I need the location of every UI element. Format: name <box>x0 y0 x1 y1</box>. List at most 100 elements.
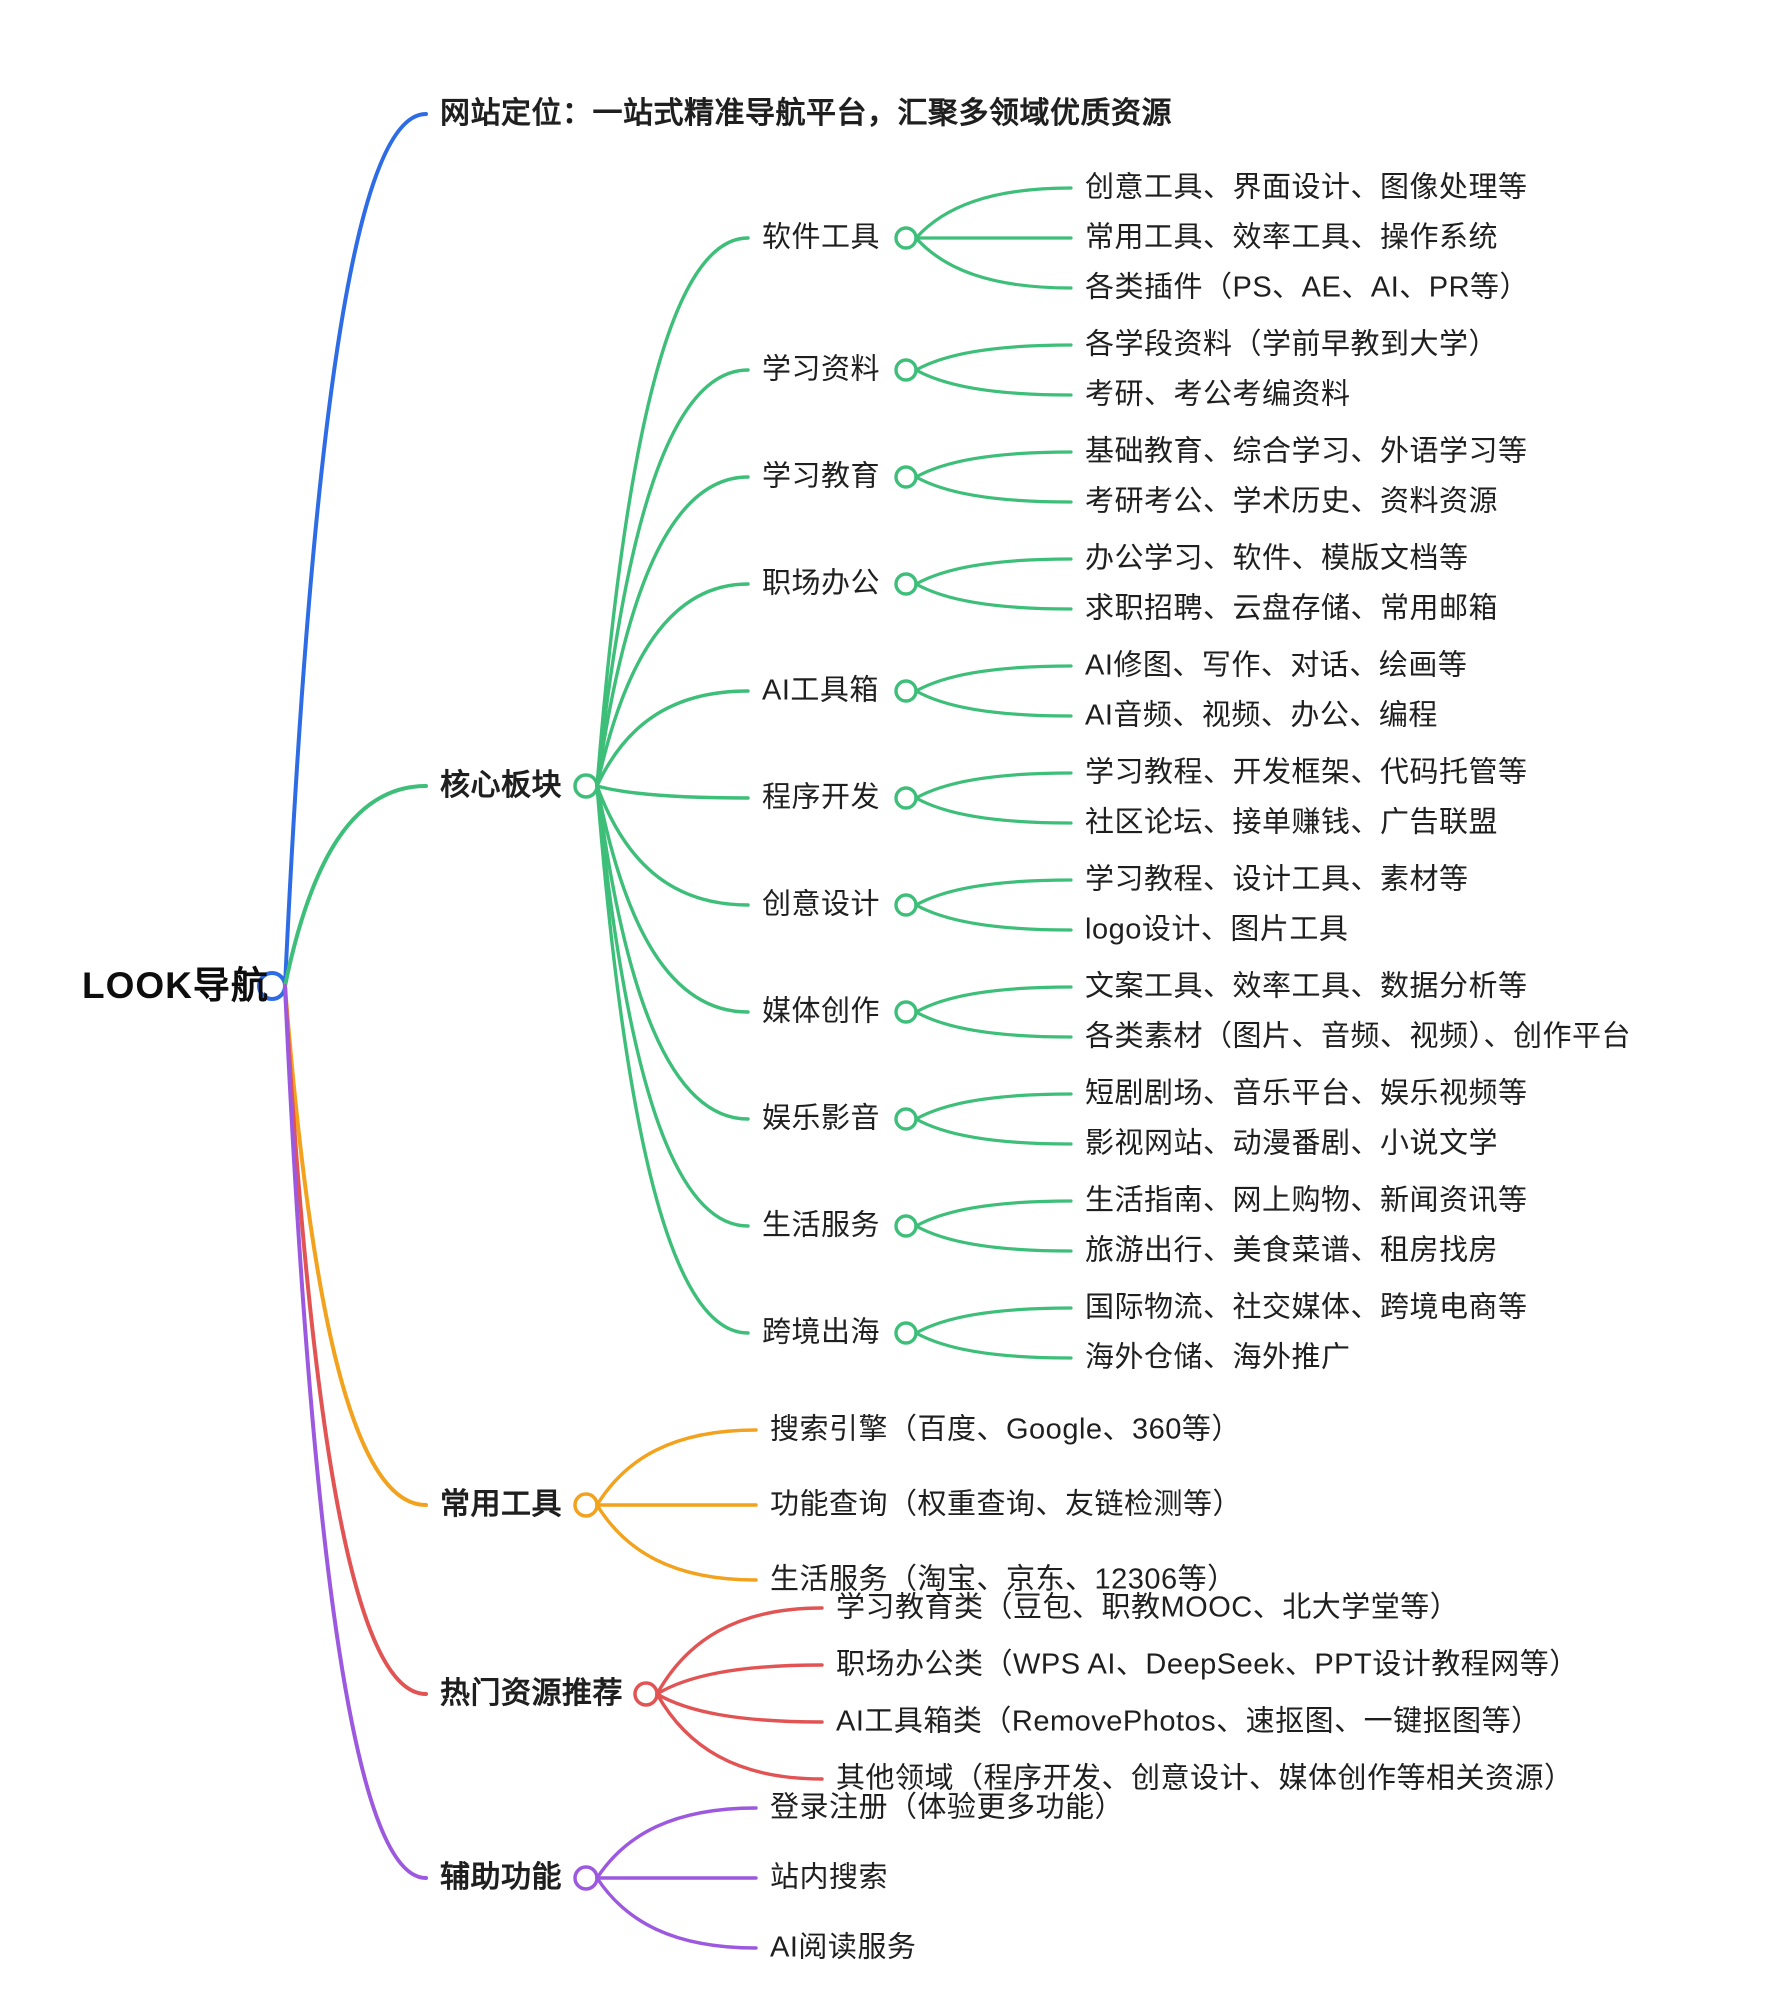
connector <box>914 450 1073 479</box>
connector <box>914 985 1073 1014</box>
leaf-software-tools-2[interactable]: 各类插件（PS、AE、AI、PR等） <box>1085 271 1530 304</box>
leaf-media-creation-1[interactable]: 各类素材（图片、音频、视频）、创作平台 <box>1085 1020 1632 1053</box>
connector <box>283 112 428 988</box>
collapse-handle[interactable] <box>633 1681 659 1707</box>
connector <box>914 343 1073 372</box>
connector <box>595 475 750 788</box>
collapse-handle[interactable] <box>894 1107 918 1131</box>
leaf-creative-design-0[interactable]: 学习教程、设计工具、素材等 <box>1085 863 1469 896</box>
connector <box>914 557 1073 586</box>
connector <box>655 1606 824 1696</box>
leaf-entertainment-media-0[interactable]: 短剧剧场、音乐平台、娱乐视频等 <box>1085 1077 1528 1110</box>
connector <box>595 784 750 1014</box>
connector <box>914 1306 1073 1335</box>
connector <box>595 784 750 800</box>
connector <box>595 1503 758 1582</box>
collapse-handle[interactable] <box>573 773 599 799</box>
collapse-handle[interactable] <box>894 358 918 382</box>
connector <box>283 784 428 988</box>
collapse-handle[interactable] <box>894 1214 918 1238</box>
subtopic-software-dev[interactable]: 程序开发 <box>762 781 881 814</box>
leaf-workplace-office-1[interactable]: 求职招聘、云盘存储、常用邮箱 <box>1085 592 1499 625</box>
leaf-study-education-0[interactable]: 基础教育、综合学习、外语学习等 <box>1085 435 1528 468</box>
connector <box>914 878 1073 907</box>
subtopic-entertainment-media[interactable]: 娱乐影音 <box>762 1102 881 1135</box>
leaf-workplace-office-0[interactable]: 办公学习、软件、模版文档等 <box>1085 542 1469 575</box>
collapse-handle[interactable] <box>894 1321 918 1345</box>
connector <box>914 1010 1073 1039</box>
connector <box>914 1092 1073 1121</box>
leaf-hot-recommendations-2[interactable]: AI工具箱类（RemovePhotos、速抠图、一键抠图等） <box>836 1705 1541 1738</box>
leaf-common-tools-1[interactable]: 功能查询（权重查询、友链检测等） <box>770 1488 1243 1521</box>
connector <box>914 664 1073 693</box>
collapse-handle[interactable] <box>894 679 918 703</box>
leaf-ai-toolbox-0[interactable]: AI修图、写作、对话、绘画等 <box>1085 649 1468 682</box>
leaf-hot-recommendations-3[interactable]: 其他领域（程序开发、创意设计、媒体创作等相关资源） <box>836 1762 1574 1795</box>
leaf-life-services-0[interactable]: 生活指南、网上购物、新闻资讯等 <box>1085 1184 1528 1217</box>
leaf-aux-features-1[interactable]: 站内搜索 <box>770 1861 889 1894</box>
subtopic-life-services[interactable]: 生活服务 <box>762 1209 881 1242</box>
leaf-creative-design-1[interactable]: logo设计、图片工具 <box>1085 913 1349 946</box>
leaf-entertainment-media-1[interactable]: 影视网站、动漫番剧、小说文学 <box>1085 1127 1499 1160</box>
leaf-software-dev-1[interactable]: 社区论坛、接单赚钱、广告联盟 <box>1085 806 1499 839</box>
leaf-software-tools-1[interactable]: 常用工具、效率工具、操作系统 <box>1085 221 1499 254</box>
collapse-handle[interactable] <box>573 1865 599 1891</box>
connector <box>655 1692 824 1724</box>
subtopic-media-creation[interactable]: 媒体创作 <box>762 995 881 1028</box>
connector <box>595 236 750 788</box>
topic-core-modules[interactable]: 核心板块 <box>440 769 562 802</box>
connector <box>595 689 750 788</box>
collapse-handle[interactable] <box>573 1492 599 1518</box>
connector <box>914 186 1073 240</box>
subtopic-study-materials[interactable]: 学习资料 <box>762 353 881 386</box>
connector <box>283 984 428 1507</box>
connector <box>914 689 1073 718</box>
leaf-common-tools-2[interactable]: 生活服务（淘宝、京东、12306等） <box>770 1563 1237 1596</box>
connector <box>595 582 750 788</box>
leaf-study-materials-0[interactable]: 各学段资料（学前早教到大学） <box>1085 328 1499 361</box>
leaf-hot-recommendations-1[interactable]: 职场办公类（WPS AI、DeepSeek、PPT设计教程网等） <box>836 1648 1579 1681</box>
leaf-ai-toolbox-1[interactable]: AI音频、视频、办公、编程 <box>1085 699 1438 732</box>
collapse-handle[interactable] <box>894 893 918 917</box>
leaf-aux-features-0[interactable]: 登录注册（体验更多功能） <box>770 1791 1125 1824</box>
topic-hot-recommendations[interactable]: 热门资源推荐 <box>440 1677 623 1710</box>
leaf-software-dev-0[interactable]: 学习教程、开发框架、代码托管等 <box>1085 756 1528 789</box>
leaf-aux-features-2[interactable]: AI阅读服务 <box>770 1931 917 1964</box>
connector <box>914 582 1073 611</box>
topic-aux-features[interactable]: 辅助功能 <box>440 1861 562 1894</box>
subtopic-creative-design[interactable]: 创意设计 <box>762 888 881 921</box>
collapse-handle[interactable] <box>894 786 918 810</box>
leaf-cross-border-1[interactable]: 海外仓储、海外推广 <box>1085 1341 1351 1374</box>
connector <box>595 784 750 1228</box>
leaf-study-education-1[interactable]: 考研考公、学术历史、资料资源 <box>1085 485 1499 518</box>
subtopic-workplace-office[interactable]: 职场办公 <box>762 567 881 600</box>
connector <box>595 1428 758 1507</box>
collapse-handle[interactable] <box>894 572 918 596</box>
leaf-life-services-1[interactable]: 旅游出行、美食菜谱、租房找房 <box>1085 1234 1499 1267</box>
connector <box>914 903 1073 932</box>
connector <box>595 784 750 907</box>
subtopic-ai-toolbox[interactable]: AI工具箱 <box>762 674 879 707</box>
leaf-media-creation-0[interactable]: 文案工具、效率工具、数据分析等 <box>1085 970 1528 1003</box>
connector <box>914 796 1073 825</box>
leaf-cross-border-0[interactable]: 国际物流、社交媒体、跨境电商等 <box>1085 1291 1528 1324</box>
connector <box>914 475 1073 504</box>
subtopic-cross-border[interactable]: 跨境出海 <box>762 1316 881 1349</box>
topic-site-positioning[interactable]: 网站定位：一站式精准导航平台，汇聚多领域优质资源 <box>440 97 1172 130</box>
topic-common-tools[interactable]: 常用工具 <box>440 1488 562 1521</box>
connector <box>595 1876 758 1950</box>
subtopic-study-education[interactable]: 学习教育 <box>762 460 881 493</box>
root-topic[interactable]: LOOK导航 <box>82 964 269 1006</box>
connector <box>914 1199 1073 1228</box>
leaf-software-tools-0[interactable]: 创意工具、界面设计、图像处理等 <box>1085 171 1528 204</box>
leaf-hot-recommendations-0[interactable]: 学习教育类（豆包、职教MOOC、北大学堂等） <box>836 1591 1460 1624</box>
connector <box>655 1692 824 1781</box>
subtopic-software-tools[interactable]: 软件工具 <box>762 221 881 254</box>
collapse-handle[interactable] <box>894 1000 918 1024</box>
leaf-study-materials-1[interactable]: 考研、考公考编资料 <box>1085 378 1351 411</box>
collapse-handle[interactable] <box>894 226 918 250</box>
collapse-handle[interactable] <box>894 465 918 489</box>
leaf-common-tools-0[interactable]: 搜索引擎（百度、Google、360等） <box>770 1413 1241 1446</box>
